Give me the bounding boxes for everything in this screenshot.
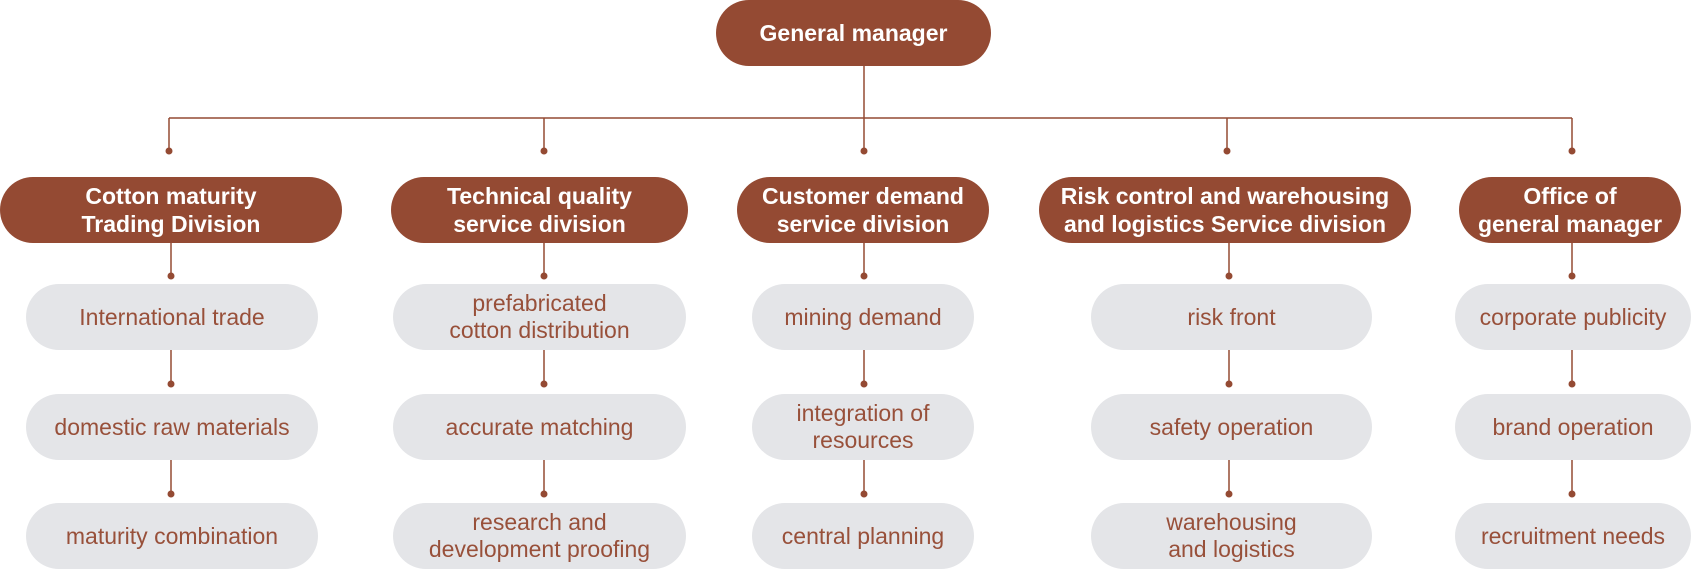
item-integration-of-resources: integration of resources [752, 394, 974, 460]
item-brand-operation: brand operation [1455, 394, 1691, 460]
item-warehousing-and-logistics: warehousing and logistics [1091, 503, 1372, 569]
connector-dot [1225, 380, 1233, 388]
connector-dot [167, 272, 175, 280]
item-label: risk front [1187, 303, 1276, 330]
division-office-of-general-manager: Office of general manager [1459, 177, 1681, 243]
division-technical-quality-service: Technical quality service division [391, 177, 688, 243]
item-maturity-combination: maturity combination [26, 503, 318, 569]
connector-dot [1223, 147, 1231, 155]
connector-dot [540, 490, 548, 498]
general-manager-node: General manager [716, 0, 991, 66]
item-label: domestic raw materials [54, 413, 290, 440]
item-label: warehousing and logistics [1166, 509, 1297, 562]
item-label: recruitment needs [1480, 522, 1666, 549]
item-label: research and development proofing [428, 509, 651, 562]
connector-dot [1225, 272, 1233, 280]
item-corporate-publicity: corporate publicity [1455, 284, 1691, 350]
division-label: Technical quality service division [447, 183, 632, 237]
connector-dot [165, 147, 173, 155]
item-safety-operation: safety operation [1091, 394, 1372, 460]
connector-dot [167, 490, 175, 498]
item-label: central planning [781, 522, 945, 549]
division-label: Customer demand service division [762, 183, 964, 237]
item-risk-front: risk front [1091, 284, 1372, 350]
connector-dot [540, 380, 548, 388]
item-label: International trade [79, 303, 265, 330]
connector-dot [540, 147, 548, 155]
item-label: prefabricated cotton distribution [449, 290, 630, 343]
division-risk-control-warehousing-logistics: Risk control and warehousing and logisti… [1039, 177, 1411, 243]
division-customer-demand-service: Customer demand service division [737, 177, 989, 243]
item-mining-demand: mining demand [752, 284, 974, 350]
connector-dot [1568, 380, 1576, 388]
item-label: safety operation [1149, 413, 1314, 440]
item-label: mining demand [784, 303, 942, 330]
division-label: Cotton maturity Trading Division [81, 183, 261, 237]
item-research-and-development-proofing: research and development proofing [393, 503, 686, 569]
connector-dot [1225, 490, 1233, 498]
connector-dot [860, 147, 868, 155]
item-domestic-raw-materials: domestic raw materials [26, 394, 318, 460]
item-accurate-matching: accurate matching [393, 394, 686, 460]
connector-dot [860, 490, 868, 498]
item-label: brand operation [1492, 413, 1654, 440]
item-label: corporate publicity [1479, 303, 1667, 330]
division-cotton-maturity-trading: Cotton maturity Trading Division [0, 177, 342, 243]
connector-dot [860, 380, 868, 388]
item-international-trade: International trade [26, 284, 318, 350]
general-manager-label: General manager [759, 19, 948, 46]
item-label: accurate matching [445, 413, 634, 440]
item-recruitment-needs: recruitment needs [1455, 503, 1691, 569]
item-label: integration of resources [796, 400, 930, 453]
item-prefabricated-cotton-distribution: prefabricated cotton distribution [393, 284, 686, 350]
item-central-planning: central planning [752, 503, 974, 569]
connector-dot [540, 272, 548, 280]
connector-dot [860, 272, 868, 280]
connector-dot [167, 380, 175, 388]
connector-dot [1568, 272, 1576, 280]
connector-dot [1568, 147, 1576, 155]
division-label: Office of general manager [1477, 183, 1663, 237]
connector-dot [1568, 490, 1576, 498]
division-label: Risk control and warehousing and logisti… [1060, 183, 1390, 237]
item-label: maturity combination [65, 522, 279, 549]
